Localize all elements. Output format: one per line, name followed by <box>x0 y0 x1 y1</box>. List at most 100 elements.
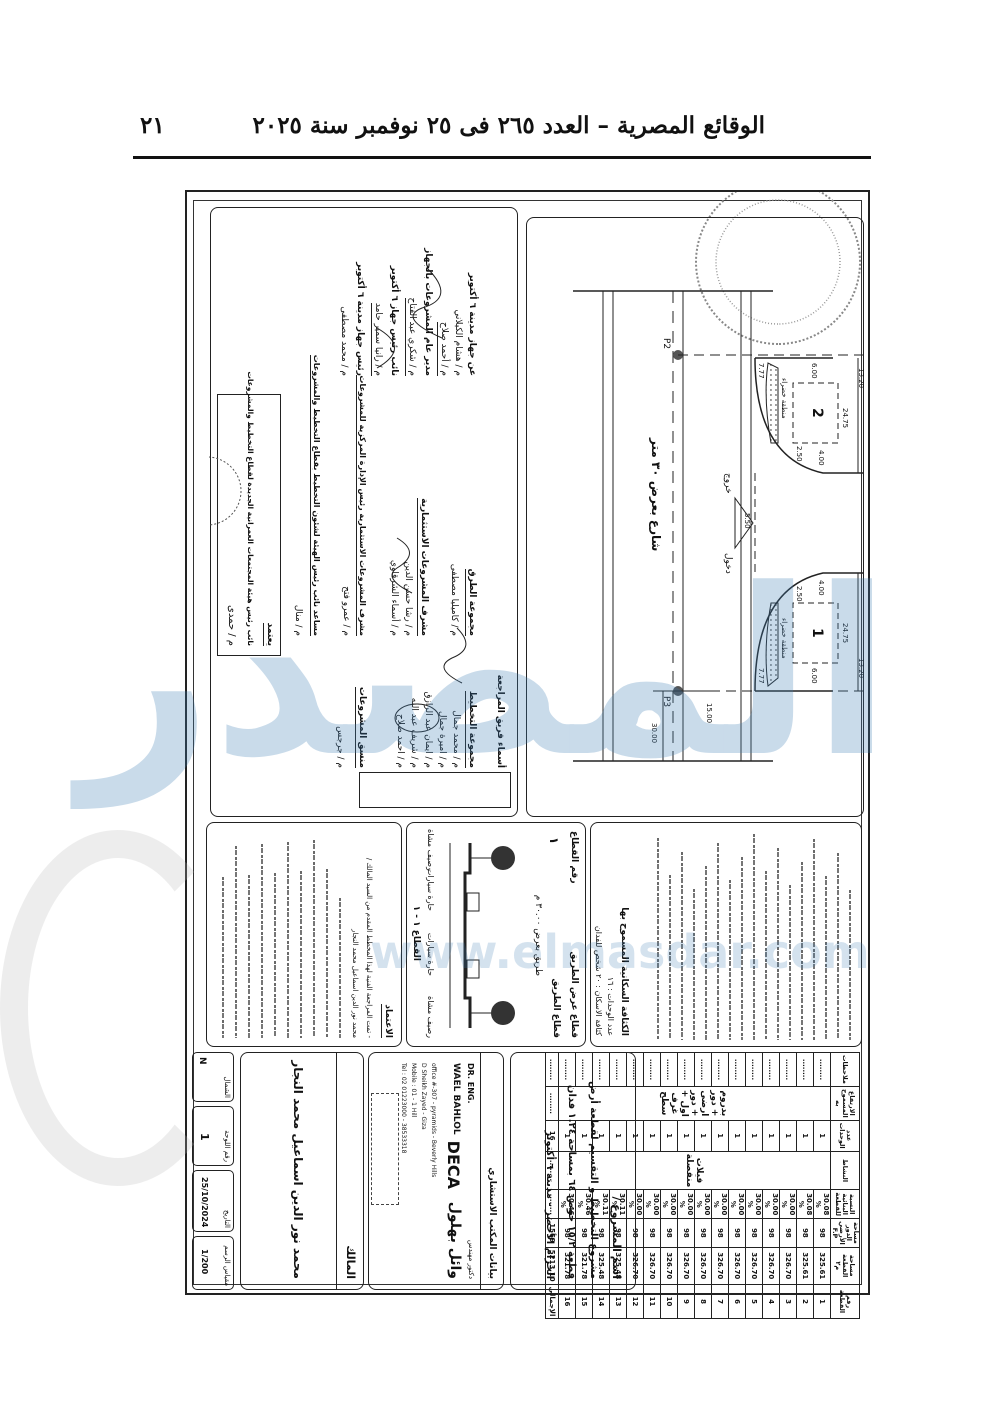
approval-line: - تمت المراجعة الفنية لهذا المخطط المقدم… <box>365 857 373 1038</box>
notes-cell: ........ <box>643 1052 661 1087</box>
column-header: النسبة البنائية للقطعة <box>830 1189 860 1219</box>
consultant-title: بيانات المكتب الاستشاري <box>487 1167 497 1279</box>
illegible-note-line <box>693 889 695 1040</box>
dim-front-setback: 4.00 <box>817 580 825 596</box>
notes-cell: ........ <box>745 1052 763 1087</box>
illegible-note-line <box>801 862 803 1040</box>
table-cell: 3 <box>779 1284 797 1319</box>
date-label: التاريخ <box>223 1209 231 1228</box>
owner-panel: المالك محمد نور الدين اسماعيل محمد النجا… <box>240 1052 364 1290</box>
units-cell: 1 <box>694 1120 712 1152</box>
date-box: التاريخ 25/10/2024 <box>192 1170 234 1232</box>
table-cell: 30.00 % <box>694 1189 712 1219</box>
table-cell: 326.70 <box>728 1247 746 1285</box>
approval-panel: الاعتماد - تمت المراجعة الفنية لهذا المخ… <box>206 822 402 1047</box>
north-arrow-icon: N <box>197 1057 207 1065</box>
consultant-address: office #-307 - pyramids - Beverly Hills <box>430 1063 437 1178</box>
table-cell: 98 <box>728 1218 746 1248</box>
column-header: ملاحظات <box>830 1052 860 1087</box>
table-cell: 98 <box>779 1218 797 1248</box>
units-cell: 1 <box>813 1120 831 1152</box>
project-line: قطعة ١٥/٢ حوض ٦٤ بمساحة ١.٢٤ فدان <box>566 1084 577 1279</box>
road-section-panel: قطاع عرض الطريق رقم القطاع قطاع الطريق ط… <box>406 822 586 1047</box>
column-header: عدد الوحدات <box>830 1120 860 1152</box>
illegible-note-line <box>789 885 791 1040</box>
date-value: 25/10/2024 <box>200 1177 209 1228</box>
north-label: الشمال <box>223 1076 231 1098</box>
units-cell: 1 <box>762 1120 780 1152</box>
table-cell: 30.00 % <box>745 1189 763 1219</box>
round-stamp <box>695 192 861 345</box>
column-header: الارتفاع المسموح به <box>830 1086 860 1121</box>
illegible-approval-line <box>261 844 263 1038</box>
table-cell: 11 <box>643 1284 661 1319</box>
table-cell: 30.08 % <box>813 1189 831 1219</box>
green-area-label: منطقة خضراء <box>780 378 788 419</box>
table-cell: 10 <box>660 1284 678 1319</box>
table-cell: 325.61 <box>813 1247 831 1285</box>
project-panel: اسم المشروع / مشروع التخطيط و التقسيم لق… <box>510 1052 636 1290</box>
table-cell: 4 <box>762 1284 780 1319</box>
table-cell: 98 <box>796 1218 814 1248</box>
dim-street: 30.00 <box>650 723 658 744</box>
table-cell: 326.70 <box>677 1247 695 1285</box>
notes-cell: ........ <box>813 1052 831 1087</box>
table-cell: 5 <box>745 1284 763 1319</box>
consultant-name-en: WAEL BAHLOL <box>451 1063 461 1135</box>
housing-density: كثافة الاسكان : ٢٠ شخص للفدان <box>594 925 603 1036</box>
dim-depth: 24.75 <box>841 408 849 429</box>
consultant-panel: بيانات المكتب الاستشاري دكتور مهندس وائل… <box>368 1052 504 1290</box>
consultant-role-en: DR. ENG. <box>466 1063 475 1104</box>
consultant-title-rule <box>480 1053 481 1289</box>
table-cell: 2 <box>796 1284 814 1319</box>
units-cell: 1 <box>643 1120 661 1152</box>
illegible-note-line <box>777 848 779 1040</box>
table-cell: 326.70 <box>694 1247 712 1285</box>
consultant-brand-logo: DECA <box>444 1140 463 1189</box>
approval-title: الاعتماد <box>381 1004 393 1038</box>
dim-front: 13.20 <box>857 368 865 389</box>
point-p2: P2 <box>661 338 671 350</box>
table-cell: 30.00 % <box>728 1189 746 1219</box>
table-cell: 98 <box>677 1218 695 1248</box>
units-cell: 1 <box>711 1120 729 1152</box>
project-line: مشروع التخطيط و التقسيم لقطعة أرض <box>588 1081 599 1279</box>
column-header: رقم القطعة <box>830 1284 860 1319</box>
units-cell: 1 <box>677 1120 695 1152</box>
signature-scribbles <box>209 267 467 733</box>
table-cell: 326.70 <box>779 1247 797 1285</box>
illegible-note-line <box>681 852 683 1040</box>
table-cell: 325.61 <box>796 1247 814 1285</box>
dim-front-setback: 4.00 <box>817 450 825 466</box>
owner-title-rule <box>336 1053 337 1289</box>
illegible-approval-line <box>339 898 341 1038</box>
scale-label: مقياس الرسم <box>223 1245 231 1286</box>
sheet-number-box: رقم اللوحة 1 <box>192 1106 234 1166</box>
notes-body <box>645 830 855 1040</box>
consultant-stamp <box>371 1093 399 1205</box>
table-cell: 30.08 % <box>796 1189 814 1219</box>
table-cell: 30.00 % <box>660 1189 678 1219</box>
dim-gate: 5.50 <box>743 513 751 529</box>
illegible-approval-line <box>274 873 276 1038</box>
table-cell: 30.00 % <box>711 1189 729 1219</box>
table-cell: 326.70 <box>745 1247 763 1285</box>
subdivision-map <box>573 290 863 762</box>
notes-cell: ........ <box>728 1052 746 1087</box>
owner-name: محمد نور الدين اسماعيل محمد النجار <box>291 1060 305 1279</box>
dim-corner: 7.77 <box>757 363 765 379</box>
table-cell: 98 <box>694 1218 712 1248</box>
page-number: ٢١ <box>140 112 165 139</box>
table-cell: 30.00 % <box>677 1189 695 1219</box>
column-header: النشاط <box>830 1151 860 1190</box>
illegible-note-line <box>669 875 671 1040</box>
consultant-role-ar: دكتور مهندس <box>467 1239 475 1279</box>
table-cell: 30.00 % <box>779 1189 797 1219</box>
header-rule <box>133 156 871 159</box>
dim-side-setback: 2.50 <box>795 586 803 602</box>
map-panel: شارع بعرض ٣٠ متر P2 P3 2 1 دخول خروج منط… <box>526 217 865 817</box>
table-cell: 30.00 % <box>762 1189 780 1219</box>
illegible-approval-line <box>326 869 328 1038</box>
